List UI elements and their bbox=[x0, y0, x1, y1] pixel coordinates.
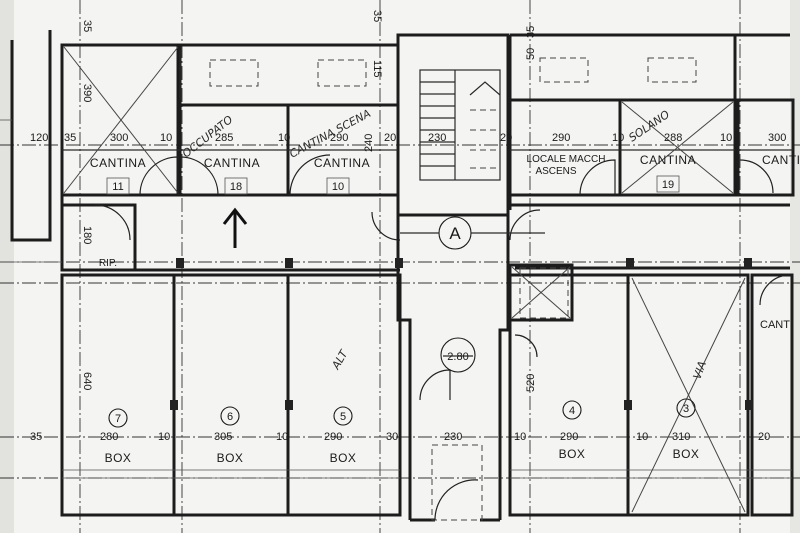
cantina-11-number: 11 bbox=[112, 181, 123, 193]
dim-v-520: 520 bbox=[525, 374, 537, 392]
dashed-fixtures bbox=[209, 57, 697, 319]
dim-b-290-b: 290 bbox=[560, 431, 578, 443]
box-6-number: 6 bbox=[227, 411, 233, 423]
dim-h-290-b: 290 bbox=[552, 132, 570, 144]
box-5-label: BOX bbox=[330, 451, 357, 465]
dim-h-20-b: 20 bbox=[500, 132, 512, 144]
dim-top-35-b: 35 bbox=[371, 10, 383, 22]
box-4-label: BOX bbox=[559, 447, 586, 461]
cantina-10-number: 10 bbox=[332, 181, 344, 193]
cantina-18-number: 18 bbox=[230, 181, 242, 193]
cantina-right-label: CANTI bbox=[762, 153, 800, 167]
dim-top-50: 50 bbox=[525, 48, 537, 60]
dim-h-120: 120 bbox=[30, 132, 48, 144]
cantina-19-number: 19 bbox=[662, 179, 674, 191]
height-marker-label: 2.80 bbox=[447, 351, 468, 363]
dim-b-20: 20 bbox=[758, 431, 770, 443]
dim-v-240: 240 bbox=[363, 134, 375, 152]
section-marker-a: A bbox=[400, 216, 545, 250]
box-labels: 7 BOX 6 BOX 5 BOX 4 BOX 3 BOX bbox=[105, 398, 700, 465]
arrow-icon bbox=[222, 207, 248, 248]
cantina-19-label: CANTINA bbox=[640, 153, 696, 167]
dim-b-290: 290 bbox=[324, 431, 342, 443]
dim-v-390: 390 bbox=[81, 84, 93, 102]
dim-h-35-left: 35 bbox=[64, 132, 76, 144]
dim-h-10-a: 10 bbox=[160, 132, 172, 144]
room-labels: CANTINA 11 CANTINA 18 CANTINA 10 LOCALE … bbox=[90, 153, 800, 331]
dim-b-280: 280 bbox=[100, 431, 118, 443]
rip-label: RIP. bbox=[99, 258, 117, 269]
locale-macchine-line2: ASCENS bbox=[535, 166, 576, 177]
box-3-label: BOX bbox=[673, 447, 700, 461]
dim-h-10-c: 10 bbox=[612, 132, 624, 144]
dim-h-10-d: 10 bbox=[720, 132, 732, 144]
dim-b-310: 310 bbox=[672, 431, 690, 443]
scan-shadow-right bbox=[790, 0, 800, 533]
dim-b-10-a: 10 bbox=[158, 431, 170, 443]
dim-b-10-b: 10 bbox=[276, 431, 288, 443]
height-marker: 2.80 bbox=[440, 337, 476, 373]
dim-b-10-c: 10 bbox=[514, 431, 526, 443]
dimensions-top: 35 35 50 35 390 115 180 240 640 520 bbox=[81, 10, 537, 392]
cantina-11-label: CANTINA bbox=[90, 156, 146, 170]
box-6-label: BOX bbox=[217, 451, 244, 465]
dim-v-115: 115 bbox=[371, 60, 383, 78]
locale-macchine-line1: LOCALE MACCH bbox=[527, 154, 606, 165]
dim-b-30: 30 bbox=[386, 431, 398, 443]
note-via: VIA bbox=[691, 359, 709, 381]
dimensions-upper-row: 120 35 300 10 285 10 290 20 230 20 290 1… bbox=[30, 132, 786, 144]
dim-b-305: 305 bbox=[214, 431, 232, 443]
elevator-shaft-cross bbox=[511, 266, 571, 319]
structural-walls bbox=[10, 30, 795, 522]
dim-top-35-c: 35 bbox=[525, 26, 537, 38]
dim-v-640: 640 bbox=[81, 372, 93, 390]
cantina-18-label: CANTINA bbox=[204, 156, 260, 170]
section-marker-label: A bbox=[449, 224, 461, 243]
dim-v-180: 180 bbox=[81, 226, 93, 244]
dim-h-288: 288 bbox=[664, 132, 682, 144]
box-4-number: 4 bbox=[569, 405, 575, 417]
dim-top-35-a: 35 bbox=[81, 20, 93, 32]
dim-b-35: 35 bbox=[30, 431, 42, 443]
doors bbox=[94, 154, 791, 521]
cantina-far-right-label: CANT bbox=[760, 319, 790, 331]
dim-h-285: 285 bbox=[215, 132, 233, 144]
box-3-number: 3 bbox=[683, 403, 689, 415]
dim-h-20-a: 20 bbox=[384, 132, 396, 144]
interior-lines bbox=[0, 50, 793, 479]
dimensions-lower-row: 35 280 10 305 10 290 30 230 10 290 10 31… bbox=[30, 431, 770, 443]
box-5-number: 5 bbox=[340, 411, 346, 423]
cantina-10-label: CANTINA bbox=[314, 156, 370, 170]
box-7-number: 7 bbox=[115, 413, 121, 425]
box-7-label: BOX bbox=[105, 451, 132, 465]
dim-h-10-b: 10 bbox=[278, 132, 290, 144]
strike-crosses bbox=[63, 46, 746, 513]
staircase bbox=[419, 69, 501, 521]
dim-h-230-top: 230 bbox=[428, 132, 446, 144]
dim-h-290: 290 bbox=[330, 132, 348, 144]
dim-b-10-d: 10 bbox=[636, 431, 648, 443]
dim-b-230: 230 bbox=[444, 431, 462, 443]
column-markers bbox=[170, 258, 753, 410]
dim-h-300-right: 300 bbox=[768, 132, 786, 144]
dim-h-300: 300 bbox=[110, 132, 128, 144]
